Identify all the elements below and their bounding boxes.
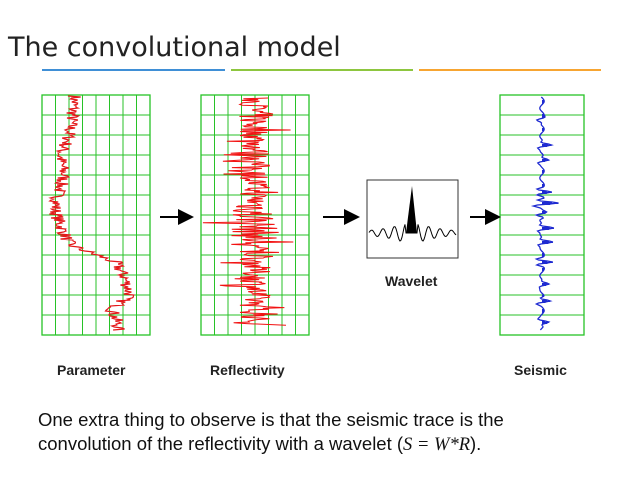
- reflectivity-label: Reflectivity: [210, 362, 285, 378]
- seismic-label: Seismic: [514, 362, 567, 378]
- wavelet-panel: [366, 179, 459, 259]
- parameter-label: Parameter: [57, 362, 126, 378]
- caption-line-1: One extra thing to observe is that the s…: [38, 409, 504, 430]
- convolution-equation: S = W*R: [403, 435, 470, 455]
- seismic-panel: [499, 94, 585, 336]
- caption-line-2-prefix: convolution of the reflectivity with a w…: [38, 433, 404, 454]
- reflectivity-trace: [202, 97, 294, 326]
- wavelet-main-lobe: [406, 186, 417, 233]
- reflectivity-panel: [200, 94, 310, 336]
- parameter-panel: [41, 94, 151, 336]
- parameter-trace: [48, 95, 135, 331]
- caption: One extra thing to observe is that the s…: [38, 408, 628, 457]
- slide-title: The convolutional model: [8, 32, 341, 63]
- wavelet-label: Wavelet: [385, 273, 438, 289]
- title-underline-blue: [42, 69, 225, 71]
- caption-line-2-suffix: ).: [470, 433, 482, 454]
- title-underline-orange: [419, 69, 601, 71]
- title-underline-green: [231, 69, 413, 71]
- reflectivity-grid: [201, 95, 309, 335]
- caption-line-2: convolution of the reflectivity with a w…: [38, 432, 628, 457]
- seismic-trace: [530, 96, 559, 331]
